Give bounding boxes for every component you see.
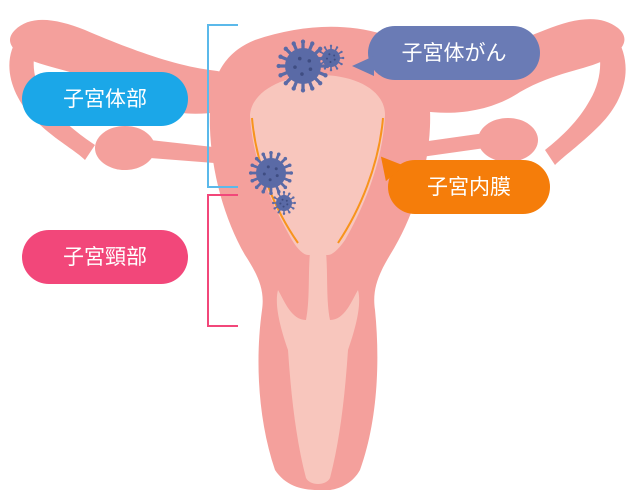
cancer-cell: [317, 44, 345, 72]
right-fimbria: [545, 35, 626, 165]
cancer-cell: [276, 39, 330, 93]
label-corpus-text: 子宮体部: [63, 86, 147, 111]
label-endometrium: 子宮内膜: [371, 148, 550, 214]
label-endometrium-text: 子宮内膜: [427, 174, 511, 199]
cervical-canal: [276, 252, 360, 484]
left-fallopian-tube: [10, 19, 250, 114]
label-cancer: 子宮体がん: [352, 26, 540, 80]
left-ovary: [95, 126, 155, 170]
left-fimbria: [9, 35, 95, 160]
cancer-cell: [248, 150, 294, 196]
right-ovary: [478, 118, 538, 162]
corpus-bracket: [207, 24, 238, 188]
cancer-cell: [272, 191, 296, 215]
label-cancer-pointer: [352, 56, 374, 76]
label-cervix-text: 子宮頸部: [63, 244, 147, 269]
label-corpus: 子宮体部: [22, 72, 188, 126]
label-cervix: 子宮頸部: [22, 230, 188, 284]
cancer-cell-icon: [248, 39, 345, 215]
cervix-bracket: [207, 194, 238, 327]
label-cancer-text: 子宮体がん: [401, 40, 507, 65]
